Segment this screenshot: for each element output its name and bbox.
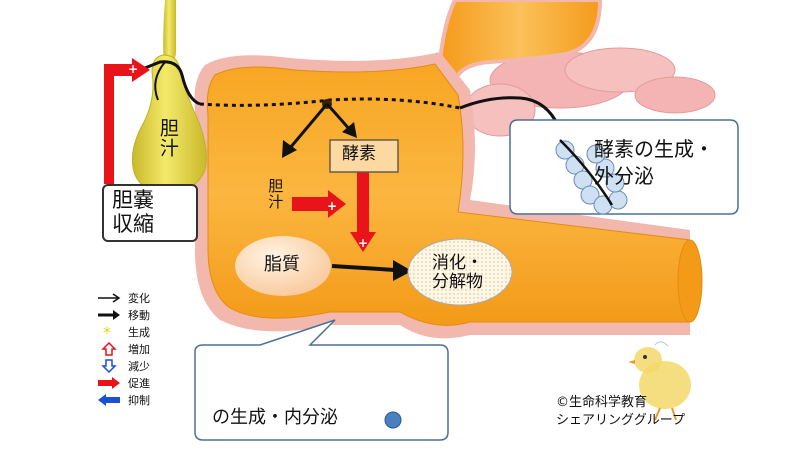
legend-item-move: 移動: [96, 307, 150, 323]
blue-filled-arrow-left-icon: [98, 394, 120, 406]
red-filled-arrow-right-icon: [98, 377, 120, 389]
legend-label: 変化: [128, 292, 150, 305]
red-outline-arrow-up-icon: [101, 342, 117, 356]
legend-label: 移動: [128, 309, 150, 322]
thin-arrow-right-icon: [98, 293, 121, 303]
blue-outline-arrow-down-icon: [101, 359, 117, 373]
svg-text:*: *: [103, 325, 111, 339]
legend-item-inhibit: 抑制: [96, 392, 150, 408]
legend-item-change: 変化: [96, 290, 150, 306]
gallbladder-contraction-label: 胆嚢 収縮: [112, 188, 154, 237]
acinus-cluster: [555, 139, 628, 215]
digestion-label: 消化・ 分解物: [432, 253, 483, 292]
legend-label: 増加: [128, 343, 150, 356]
legend-label: 生成: [128, 326, 150, 339]
fat-label: 脂質: [264, 254, 300, 275]
credit-line-2: シェアリンググループ: [556, 413, 685, 428]
endocrine-callout-label: の生成・内分泌: [212, 407, 338, 428]
legend-label: 減少: [128, 360, 150, 373]
svg-text:+: +: [358, 236, 368, 250]
yellow-star-icon: *: [103, 325, 111, 339]
enzyme-label: 酵素: [342, 144, 376, 164]
legend-label: 促進: [128, 377, 150, 390]
gallbladder-label: 胆汁: [156, 118, 179, 158]
legend-item-decrease: 減少: [96, 358, 150, 374]
promote-arrow-enzyme: +: [350, 172, 376, 252]
hormone-dot: [384, 411, 402, 429]
promote-arrow-bile: +: [292, 190, 346, 218]
gallbladder-contraction-box: 胆嚢 収縮: [102, 184, 198, 242]
legend-item-promote: 促進: [96, 375, 150, 391]
legend-label: 抑制: [128, 394, 150, 407]
fat-bubble: [235, 236, 331, 296]
svg-text:+: +: [128, 62, 138, 76]
legend-item-increase: 増加: [96, 341, 150, 357]
svg-text:+: +: [327, 199, 337, 213]
stomach: [437, 0, 603, 84]
bold-arrow-right-icon: [98, 310, 120, 320]
bile-label: 胆汁: [266, 178, 285, 210]
promote-arrow-gallbladder: +: [104, 58, 150, 184]
pancreas-callout-label: 酵素の生成・ 外分泌: [594, 137, 714, 188]
legend-item-generate: * 生成: [96, 324, 150, 340]
endocrine-callout-box: [194, 319, 449, 441]
chick-mascot: [628, 341, 691, 421]
credit-line-1: ©生命科学教育: [556, 395, 648, 410]
enzyme-box: [329, 139, 399, 173]
